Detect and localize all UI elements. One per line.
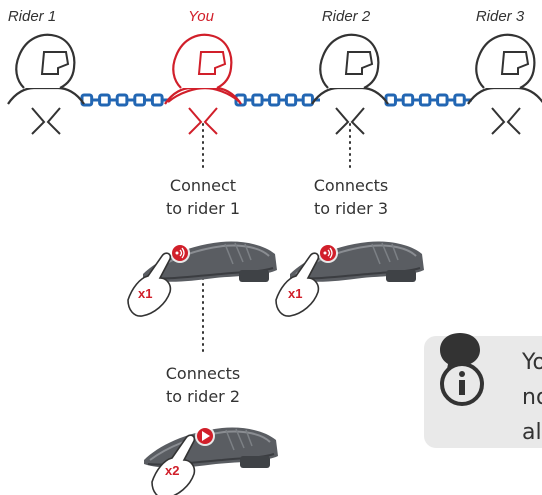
- rider-label: Rider 2: [321, 8, 371, 25]
- rider-label: Rider 1: [7, 8, 57, 25]
- tapping-hand-icon: [275, 252, 320, 317]
- tap-count-label: x1: [138, 286, 153, 301]
- chain-link: [234, 93, 320, 107]
- rider-helmet-icon: [6, 33, 86, 136]
- rider-label: Rider 3: [475, 8, 525, 25]
- rider-helmet-icon: [466, 33, 542, 136]
- intercom-button-icon: [170, 243, 190, 263]
- intercom-button-icon: [318, 243, 338, 263]
- info-text: Yo no al: [522, 350, 542, 445]
- you-label: You: [188, 8, 214, 25]
- rider-helmet-icon: [310, 33, 390, 136]
- you-helmet-icon: [163, 33, 243, 136]
- tap-count-label: x2: [165, 463, 180, 478]
- chain-link: [384, 93, 472, 107]
- chain-link: [80, 93, 170, 107]
- tapping-hand-icon: [127, 252, 172, 317]
- tap-count-label: x1: [288, 286, 303, 301]
- play-button-icon: [195, 426, 215, 446]
